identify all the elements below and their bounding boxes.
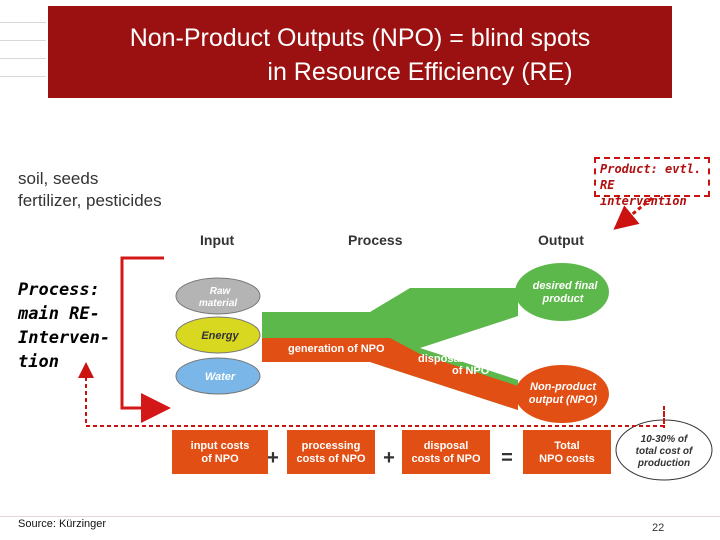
output-npo	[515, 365, 609, 423]
generation-label: generation of NPO	[288, 343, 385, 355]
inputs-note-line-1: soil, seeds	[18, 169, 99, 188]
cost-box-disposal-line-1: disposal	[424, 440, 469, 452]
title-line-1: Non-Product Outputs (NPO) = blind spots	[129, 24, 591, 52]
operator-plus-1: +	[267, 447, 279, 469]
title-line-2: in Resource Efficiency (RE)	[267, 58, 573, 86]
cost-box-disposal	[402, 430, 490, 474]
cost-box-input	[172, 430, 268, 474]
input-raw-material-line-2: material	[199, 298, 238, 309]
input-water	[175, 357, 261, 395]
input-energy	[175, 316, 261, 354]
disposal-label-line-1: disposal	[418, 353, 463, 365]
product-note-arrow	[613, 196, 653, 230]
inputs-note-line-2: fertilizer, pesticides	[18, 191, 162, 210]
header-process: Process	[348, 232, 403, 248]
total-cost-note-line-2: total cost of	[636, 446, 694, 457]
page-number: 22	[652, 522, 665, 534]
cost-box-processing	[287, 430, 375, 474]
input-energy-label: Energy	[201, 330, 239, 342]
source-note: Source: Kürzinger	[18, 518, 107, 530]
total-cost-note-line-1: 10-30% of	[641, 434, 689, 445]
product-note: Product: evtl. RE intervention	[594, 157, 710, 208]
cost-box-total-line-2: NPO costs	[539, 453, 595, 465]
decor-line-4	[0, 76, 46, 77]
cost-box-total-line-1: Total	[554, 440, 579, 452]
process-note: Process: main RE- Interven- tion	[18, 278, 110, 374]
output-desired-product	[515, 263, 609, 321]
decor-line-3	[0, 58, 46, 59]
output-desired-line-2: product	[542, 293, 585, 305]
operator-equals: =	[501, 447, 513, 469]
process-note-line-3: Interven-	[18, 328, 111, 348]
output-desired-line-1: desired final	[533, 280, 599, 292]
title-banner: Non-Product Outputs (NPO) = blind spots …	[48, 6, 672, 98]
cost-box-disposal-line-2: costs of NPO	[411, 453, 481, 465]
output-npo-line-2: output (NPO)	[529, 394, 598, 406]
feedback-return-arrow	[78, 362, 665, 427]
cost-box-input-line-1: input costs	[191, 440, 250, 452]
input-bracket	[120, 256, 171, 423]
cost-box-processing-line-2: costs of NPO	[296, 453, 366, 465]
cost-box-input-line-2: of NPO	[201, 453, 239, 465]
input-raw-material-line-1: Raw	[210, 286, 232, 297]
decor-line-2	[0, 40, 46, 41]
output-npo-line-1: Non-product	[530, 381, 597, 393]
operator-plus-2: +	[383, 447, 395, 469]
process-note-line-2: main RE-	[18, 304, 100, 324]
header-output: Output	[538, 232, 584, 248]
input-raw-material	[175, 277, 261, 315]
inputs-note: soil, seeds fertilizer, pesticides	[18, 168, 162, 212]
decor-line-1	[0, 22, 46, 23]
product-note-line-1: Product: evtl.	[600, 162, 702, 176]
process-note-line-1: Process:	[18, 280, 100, 300]
input-water-label: Water	[205, 371, 236, 383]
header-input: Input	[200, 232, 235, 248]
npo-stream	[262, 338, 518, 410]
cost-box-total	[523, 430, 611, 474]
process-note-line-4: tion	[18, 352, 59, 372]
cost-box-processing-line-1: processing	[302, 440, 361, 452]
disposal-label-line-2: of NPO	[452, 365, 490, 377]
footer-divider	[0, 516, 720, 517]
product-note-line-2: RE intervention	[600, 178, 687, 208]
total-cost-note-line-3: production	[637, 458, 690, 469]
